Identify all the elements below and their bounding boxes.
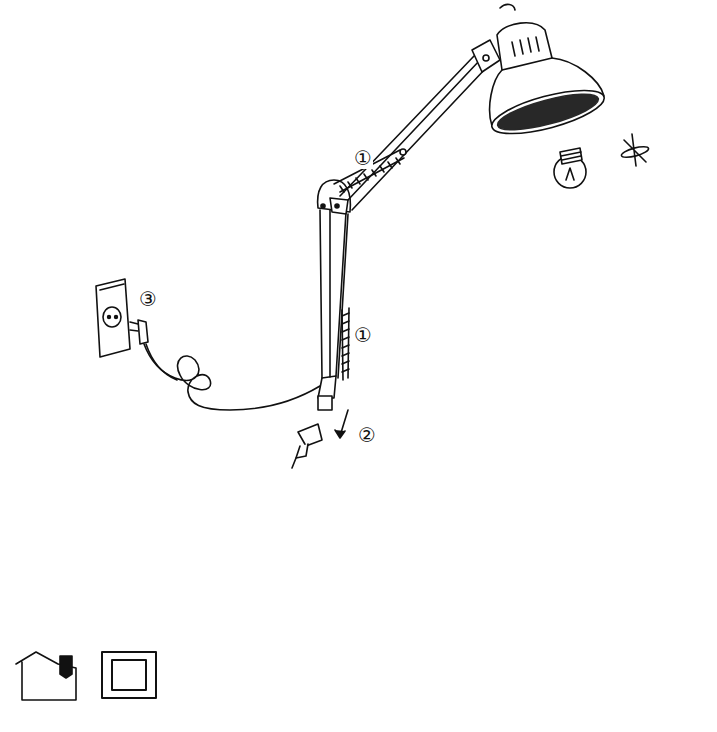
wall-socket [96,279,130,357]
light-bulb [554,148,586,188]
shade-ring [620,134,649,166]
table-clamp [292,410,348,468]
callout-number: ① [353,324,373,346]
callout-number: ① [353,147,373,169]
class-ii-symbol [102,652,156,698]
lamp-shade [472,4,608,142]
elbow-joint [318,180,351,214]
lower-arm [318,208,349,410]
indoor-use-symbol [16,652,76,700]
plug-cord [130,320,320,410]
callout-number: ② [357,424,377,446]
callout-number: ③ [138,288,158,310]
upper-arm [334,56,486,210]
